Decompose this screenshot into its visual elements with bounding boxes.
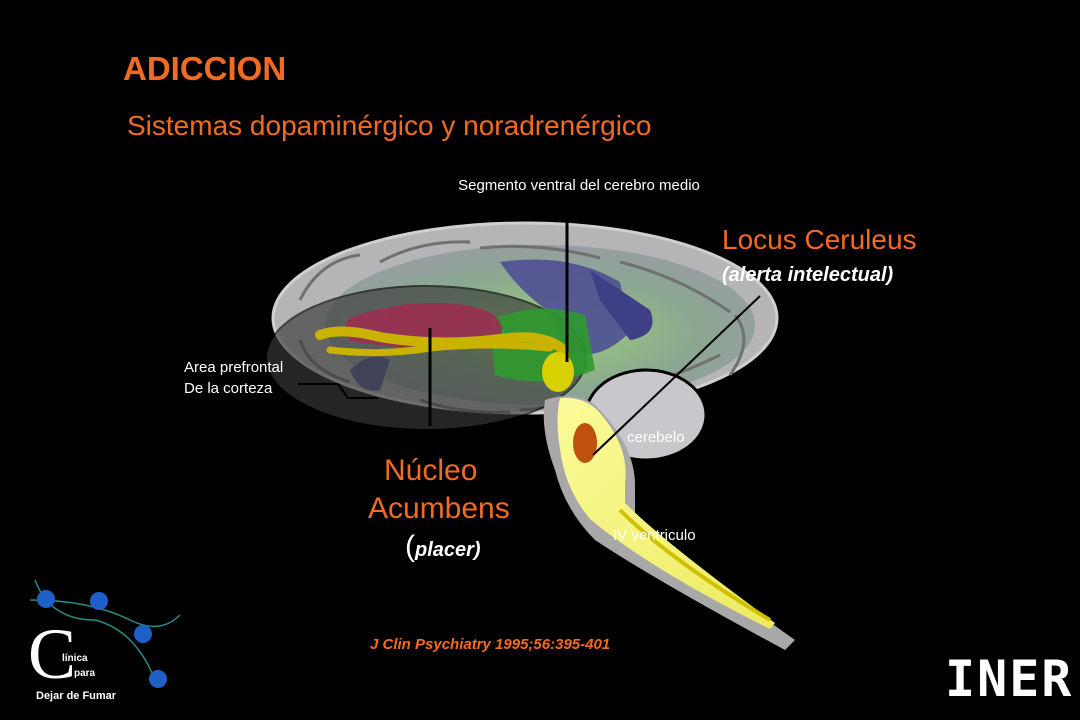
dopamine-pathway <box>315 326 569 372</box>
label-placer-text: placer) <box>415 539 481 561</box>
logo-dot-1 <box>37 590 55 608</box>
ventricle-horn <box>590 270 653 340</box>
reference-citation: J Clin Psychiatry 1995;56:395-401 <box>370 636 611 653</box>
pointer-prefrontal <box>298 383 378 399</box>
label-iv-ventriculo: IV ventriculo <box>613 527 696 544</box>
iner-logo: INER <box>945 650 1074 708</box>
slide-title: ADICCION <box>123 50 287 87</box>
logo-text-para: para <box>74 668 96 679</box>
locus-ceruleus-node <box>573 423 597 463</box>
label-placer: (placer) <box>405 530 481 564</box>
fourth-ventricle <box>618 508 772 622</box>
logo-dot-4 <box>149 670 167 688</box>
label-prefrontal-line1: Area prefrontal <box>184 359 284 376</box>
label-placer-open: ( <box>405 530 415 563</box>
label-locus-ceruleus: Locus Ceruleus <box>722 224 917 255</box>
label-cerebelo: cerebelo <box>627 429 685 446</box>
label-prefrontal-line2: De la corteza <box>184 380 273 397</box>
logo-curve-1 <box>29 599 181 628</box>
logo-dot-2 <box>90 592 108 610</box>
logo-dot-3 <box>134 625 152 643</box>
label-nucleo: Núcleo <box>384 454 478 487</box>
brainstem-core <box>557 397 775 629</box>
label-prefrontal: Area prefrontal De la corteza <box>184 357 283 399</box>
logo-text-dejar: Dejar de Fumar <box>36 690 117 702</box>
vta-node <box>542 352 574 392</box>
pointer-locus <box>592 295 761 456</box>
label-acumbens: Acumbens <box>368 492 510 525</box>
logo-letter: C <box>28 614 77 694</box>
logo-text-linica: línica <box>62 653 88 664</box>
slide-subtitle: Sistemas dopaminérgico y noradrenérgico <box>127 110 652 141</box>
label-segmento-ventral: Segmento ventral del cerebro medio <box>458 177 700 194</box>
label-locus-subtitle: (alerta intelectual) <box>722 264 894 286</box>
